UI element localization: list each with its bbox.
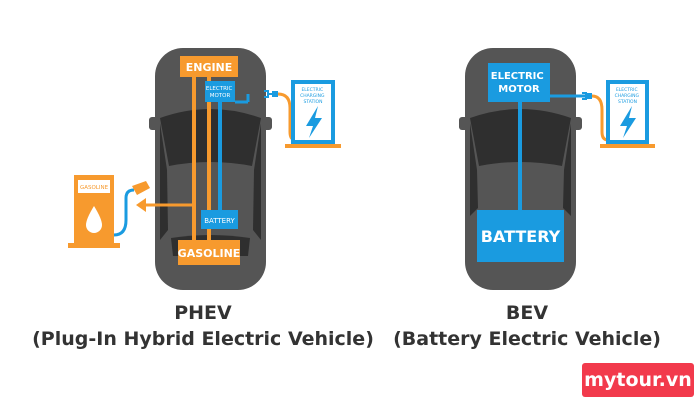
- bev-motor-label-2: MOTOR: [498, 84, 540, 95]
- phev-motor-label-1: ELECTRIC: [206, 86, 233, 92]
- bev-caption: BEV (Battery Electric Vehicle): [352, 300, 700, 352]
- bev-motor-label-1: ELECTRIC: [491, 71, 544, 82]
- svg-text:ELECTRIC MOTOR: ELECTRIC MOTOR: [206, 86, 234, 99]
- phev-station-label-3: STATION: [304, 99, 323, 105]
- phev-battery-label: BATTERY: [204, 217, 235, 225]
- bev-lines: [518, 94, 588, 210]
- phev-diagram: ENGINE ELECTRIC MOTOR BATTERY GASOLINE: [68, 48, 341, 290]
- phev-gasoline-label: GASOLINE: [178, 247, 241, 260]
- phev-caption-title: PHEV: [174, 302, 232, 324]
- fuel-drop-icon: [86, 206, 102, 233]
- phev-gasoline-pump: GASOLINE: [68, 175, 150, 248]
- bev-battery-box: BATTERY: [477, 210, 564, 262]
- svg-text:ELECTRIC CHARGING: ELECTRIC CHARGING STATION: [615, 87, 641, 105]
- fuel-nozzle-icon: [132, 181, 150, 195]
- phev-motor-box: ELECTRIC MOTOR: [205, 81, 235, 102]
- lightning-icon: [306, 106, 322, 138]
- bev-charging-station: ELECTRIC CHARGING STATION: [582, 80, 655, 148]
- bev-station-label-2: CHARGING: [615, 93, 640, 99]
- phev-charging-station: ELECTRIC CHARGING STATION: [264, 80, 341, 148]
- bev-caption-subtitle: (Battery Electric Vehicle): [393, 328, 661, 350]
- phev-station-label-1: ELECTRIC: [301, 87, 323, 93]
- phev-gasoline-box: GASOLINE: [178, 240, 241, 265]
- phev-motor-label-2: MOTOR: [210, 93, 231, 99]
- phev-station-label-2: CHARGING: [300, 93, 325, 99]
- watermark-logo: mytour.vn: [582, 363, 694, 397]
- svg-text:ELECTRIC MOTOR: ELECTRIC MOTOR: [491, 71, 547, 95]
- phev-caption-subtitle: (Plug-In Hybrid Electric Vehicle): [32, 328, 374, 350]
- svg-text:ELECTRIC CHARGING: ELECTRIC CHARGING STATION: [300, 87, 326, 105]
- bev-diagram: ELECTRIC MOTOR BATTERY ELECTRIC CHARGING…: [459, 48, 655, 290]
- bev-station-label-3: STATION: [618, 99, 637, 105]
- phev-engine-label: ENGINE: [186, 61, 233, 74]
- lightning-icon: [620, 106, 636, 138]
- bev-station-label-1: ELECTRIC: [616, 87, 638, 93]
- phev-caption: PHEV (Plug-In Hybrid Electric Vehicle): [28, 300, 378, 352]
- phev-pump-label: GASOLINE: [80, 185, 109, 191]
- phev-engine-box: ENGINE: [180, 56, 238, 77]
- bev-caption-title: BEV: [505, 302, 549, 324]
- bev-motor-box: ELECTRIC MOTOR: [488, 63, 550, 102]
- bev-battery-label: BATTERY: [481, 227, 561, 246]
- phev-battery-box: BATTERY: [201, 210, 238, 229]
